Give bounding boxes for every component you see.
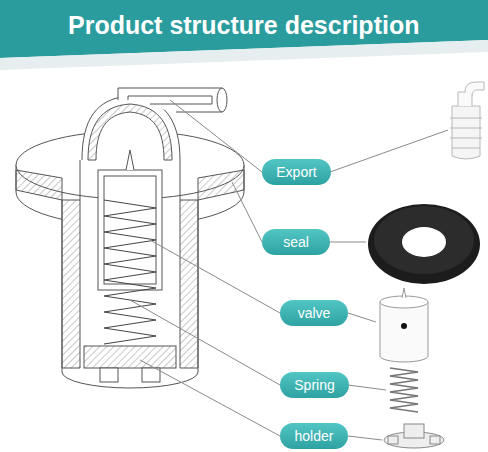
label-pill: holder [280,423,348,449]
banner-stripe [0,40,488,70]
title: Product structure description [68,10,419,40]
export-part [450,82,484,159]
part-name: Spring [294,377,334,393]
holder-part [384,424,444,448]
part-name: holder [295,428,334,444]
label-pill: Export [262,159,331,185]
valve-part [380,288,428,362]
part-name: valve [298,305,331,321]
label-pill: Spring [280,372,349,398]
spring-part [390,368,418,412]
label-pill: seal [262,229,330,255]
part-name: Export [276,164,316,180]
part-name: seal [283,234,309,250]
leader-lines [130,100,448,440]
seal-part [368,204,480,284]
label-pill: valve [280,300,348,326]
valve-cutaway [16,88,244,388]
